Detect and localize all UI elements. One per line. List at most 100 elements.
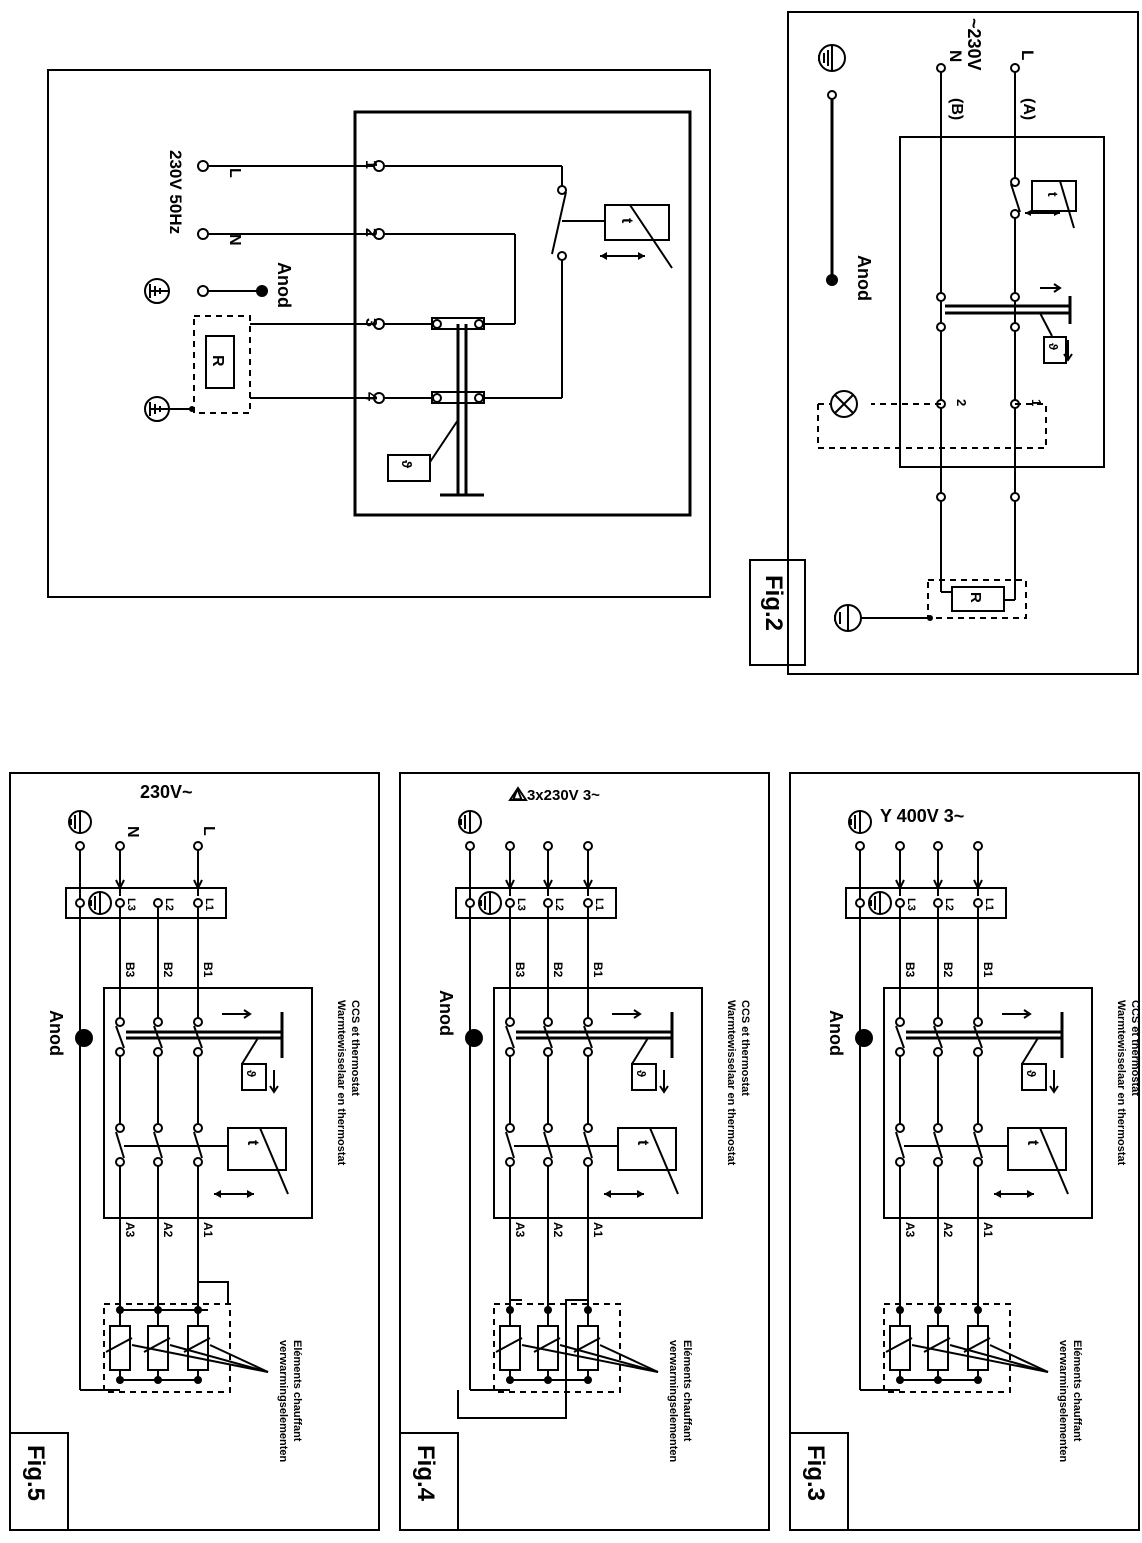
fig2-anode-dot	[826, 274, 838, 286]
fig4-diagram: Fig.4 Δ 3x230V 3~ L1L2L3B1B2B3ϑtA1A2A3An…	[399, 772, 770, 1531]
fig4-strip-terminal-1	[583, 898, 593, 908]
fig2-label-L: L	[1018, 50, 1037, 60]
fig3-strip-terminal-3	[895, 898, 905, 908]
svg-text:ϑ: ϑ	[399, 460, 415, 469]
fig1-voltage-label: 230V 50Hz	[166, 150, 185, 234]
fig5-strip-terminal-3	[115, 898, 125, 908]
fig2-safety-cutout-icon: ϑ	[1043, 336, 1067, 364]
svg-text:ϑ: ϑ	[244, 1070, 258, 1077]
fig3-label-B3: B3	[903, 962, 917, 978]
svg-text:t: t	[1024, 1140, 1041, 1146]
fig3-anode-label: Anod	[826, 1010, 846, 1056]
fig4-label-B3: B3	[513, 962, 527, 978]
fig4-title-box	[399, 1432, 459, 1531]
fig4-elements-label-2: verwarmingselementen	[667, 1340, 679, 1463]
fig4-label-A3: A3	[513, 1222, 527, 1238]
fig3-label-A3: A3	[903, 1222, 917, 1238]
fig5-terminal-strip	[65, 887, 227, 919]
fig3-frame	[789, 772, 1140, 1531]
fig4-anode-label: Anod	[436, 990, 456, 1036]
fig3-title: Fig.3	[802, 1445, 829, 1501]
fig5-label-B3: B3	[123, 962, 137, 978]
svg-text:t: t	[618, 218, 635, 224]
fig3-label-B1: B1	[981, 962, 995, 978]
fig2-title: Fig.2	[760, 575, 787, 631]
fig5-anode-label: Anod	[46, 1010, 66, 1056]
fig5-heating-element-frame	[103, 1303, 231, 1393]
fig2-title-box	[749, 559, 806, 666]
fig1-anode-dot	[256, 285, 268, 297]
fig3-strip-label-L1: L1	[983, 898, 995, 911]
fig4-terminal-strip	[455, 887, 617, 919]
fig3-label-A1: A1	[981, 1222, 995, 1238]
fig2-control-box	[899, 136, 1105, 468]
fig5-ccs-label-1: CCS et thermostat	[349, 1000, 361, 1096]
fig1-anode-label: Anod	[274, 262, 294, 308]
fig4-label-B1: B1	[591, 962, 605, 978]
fig3-anode-dot	[855, 1029, 873, 1047]
fig3-label-B2: B2	[941, 962, 955, 978]
fig1-terminal-N	[197, 228, 209, 240]
fig2-terminal-1-label: 1	[1029, 399, 1044, 406]
fig4-control-box	[493, 987, 703, 1219]
fig5-earth-icon-supply	[68, 810, 92, 834]
fig3-control-box	[883, 987, 1093, 1219]
fig5-strip-label-L3: L3	[125, 898, 137, 911]
fig5-thermostat-icon: t	[227, 1127, 289, 1195]
fig2-earth-icon-top	[818, 44, 846, 72]
fig4-delta-icon	[508, 786, 528, 801]
fig3-diagram: Fig.3 Y 400V 3~ L1L2L3B1B2B3ϑtA1A2A3Anod…	[789, 772, 1141, 1531]
fig5-label-A1: A1	[201, 1222, 215, 1238]
fig4-thermostat-icon: t	[617, 1127, 679, 1195]
fig1-safety-cutout-icon: ϑ	[387, 454, 431, 482]
fig5-title-box	[9, 1432, 69, 1531]
svg-text:t: t	[1045, 192, 1061, 197]
fig4-ccs-label-1: CCS et thermostat	[739, 1000, 751, 1096]
fig2-heating-element-frame	[927, 579, 1027, 619]
fig5-elements-label-1: Eléments chauffant	[291, 1340, 303, 1442]
svg-text:t: t	[634, 1140, 651, 1146]
svg-text:ϑ: ϑ	[634, 1070, 648, 1077]
fig4-strip-label-L3: L3	[515, 898, 527, 911]
fig1-terminal-L	[197, 160, 209, 172]
fig1-earth-icon-bottom	[144, 396, 192, 422]
fig1-box-terminal-2	[373, 228, 385, 240]
fig4-anode-dot	[465, 1029, 483, 1047]
fig4-adjust-arrow-icon	[604, 1190, 644, 1198]
fig2-label-A: (A)	[1020, 98, 1037, 120]
fig4-label-B2: B2	[551, 962, 565, 978]
fig3-earth-icon-strip	[868, 891, 892, 915]
fig1-adjust-arrow-icon	[600, 252, 645, 260]
fig1-diagram: L N 230V 50Hz Anod	[47, 69, 711, 598]
fig2-indicator-lamp-icon	[830, 390, 858, 418]
fig1-terminal-3-label: 3	[362, 318, 379, 327]
fig2-resistor-label: R	[967, 592, 984, 603]
fig5-label-A3: A3	[123, 1222, 137, 1238]
fig1-label-N: N	[226, 234, 243, 246]
fig1-thermostat-icon: t	[604, 204, 673, 269]
fig3-elements-label-2: verwarmingselementen	[1057, 1340, 1069, 1463]
fig3-earth-icon-supply	[848, 810, 872, 834]
fig3-heating-element-frame	[883, 1303, 1011, 1393]
fig2-adjust-arrow-icon	[1025, 210, 1060, 216]
fig3-strip-label-L3: L3	[905, 898, 917, 911]
fig3-strip-terminal-2	[933, 898, 943, 908]
fig3-strip-terminal-1	[973, 898, 983, 908]
fig3-title-box	[789, 1432, 849, 1531]
fig4-label-A1: A1	[591, 1222, 605, 1238]
fig4-supply-label: Δ 3x230V 3~	[512, 787, 600, 804]
fig4-earth-icon-supply	[458, 810, 482, 834]
fig1-heating-element-frame	[193, 315, 251, 414]
fig2-earth-icon-bottom	[834, 604, 862, 632]
fig4-strip-label-L1: L1	[593, 898, 605, 911]
fig3-thermostat-icon: t	[1007, 1127, 1069, 1195]
fig3-supply-label: Y 400V 3~	[880, 806, 964, 826]
fig5-title: Fig.5	[22, 1445, 49, 1501]
fig1-resistor	[205, 335, 235, 389]
fig5-adjust-arrow-icon	[214, 1190, 254, 1198]
fig5-label-B1: B1	[201, 962, 215, 978]
fig2-voltage-label: ~230V	[964, 18, 984, 71]
fig5-control-box	[103, 987, 313, 1219]
fig4-frame	[399, 772, 770, 1531]
